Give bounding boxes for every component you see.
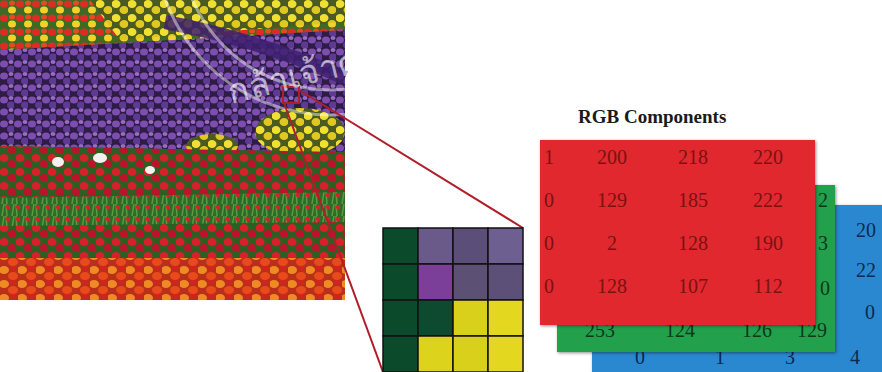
- heading: RGB Components: [578, 106, 726, 128]
- zoom-line: [299, 90, 523, 228]
- matrix-value: 190: [753, 233, 783, 253]
- matrix-value: 0: [544, 233, 554, 253]
- matrix-value: 112: [753, 276, 782, 296]
- matrix-value: 22: [856, 260, 876, 280]
- matrix-value: 128: [678, 233, 708, 253]
- matrix-value: 0: [820, 278, 830, 298]
- matrix-value: 129: [597, 190, 627, 210]
- matrix-value: 200: [597, 147, 627, 167]
- matrix-value: 218: [678, 147, 708, 167]
- matrix-value: 222: [753, 190, 783, 210]
- matrix-value: 0: [865, 302, 875, 322]
- matrix-value: 1: [544, 147, 554, 167]
- matrix-value: 4: [850, 347, 860, 367]
- matrix-value: 2: [818, 190, 828, 210]
- matrix-value: 0: [544, 190, 554, 210]
- matrix-value: 3: [818, 233, 828, 253]
- matrix-value: 2: [607, 233, 617, 253]
- tulip-photo: [0, 0, 345, 300]
- matrix-value: 220: [753, 147, 783, 167]
- matrix-value: 20: [856, 220, 876, 240]
- matrix-panel: 1 200 218 220 0 129 185 222 0 2 128 190 0 128 107 112: [540, 140, 815, 325]
- matrix-value: 0: [544, 276, 554, 296]
- matrix-value: 185: [678, 190, 708, 210]
- zoom-line: [284, 103, 383, 372]
- pixel-grid: [383, 228, 523, 372]
- matrix-value: 107: [678, 276, 708, 296]
- matrix-value: 128: [597, 276, 627, 296]
